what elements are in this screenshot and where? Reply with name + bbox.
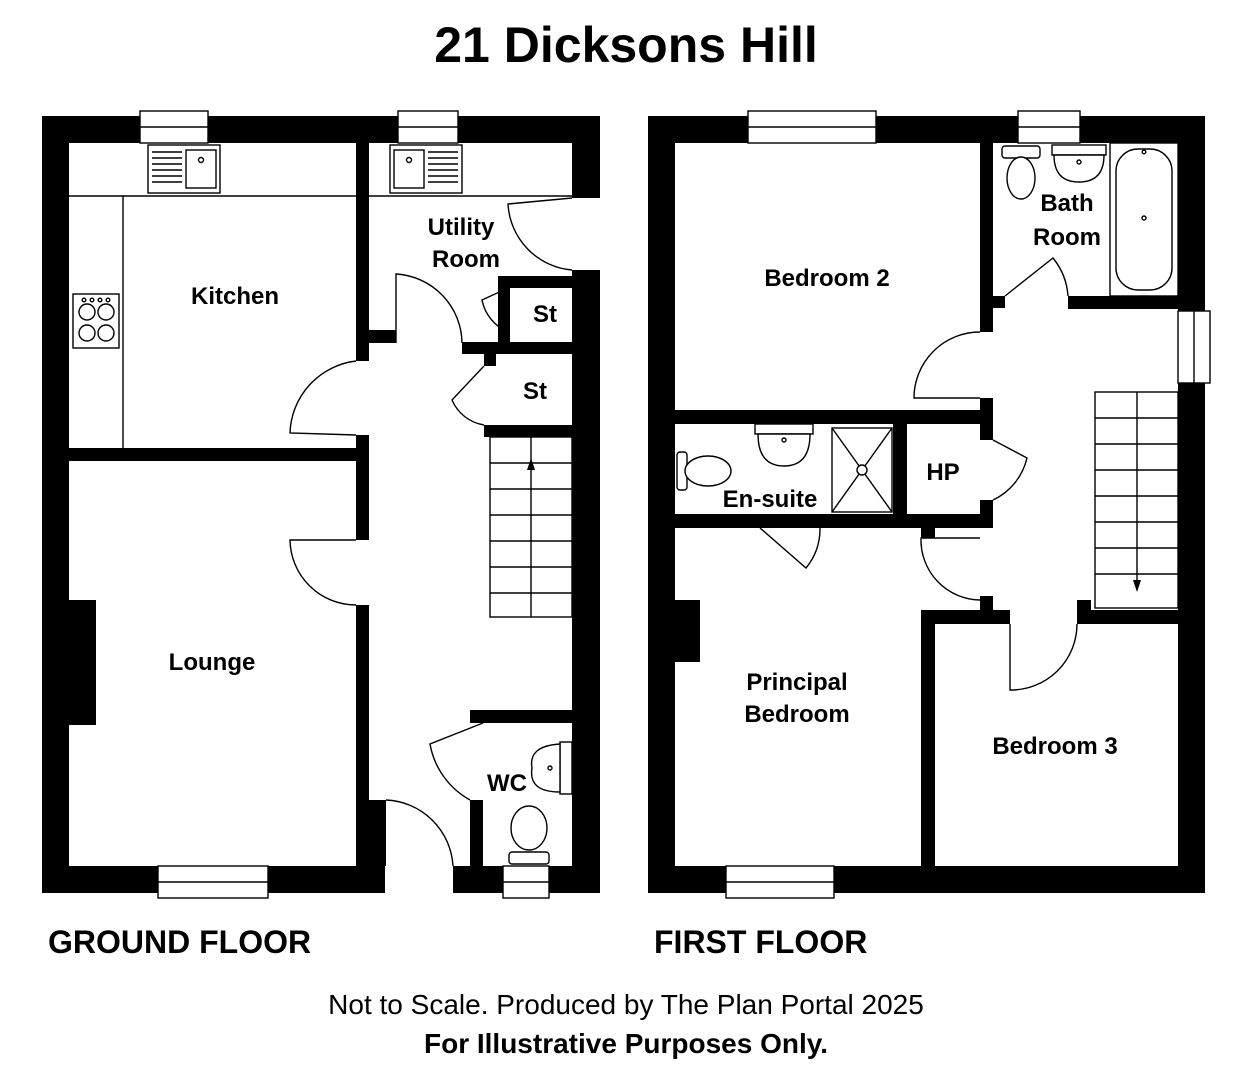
- gf-hall-wall-lower: [356, 605, 369, 866]
- first-floor-label: FIRST FLOOR: [654, 924, 867, 960]
- gf-lounge-door: [289, 539, 357, 606]
- gf-west-wall: [42, 116, 69, 893]
- ff-north-wall: [648, 116, 1205, 143]
- ff-bed3-north-wall-a: [935, 610, 1010, 624]
- gf-utility-door: [395, 273, 463, 344]
- ff-bed3-door: [1009, 623, 1078, 691]
- gf-store2-south-wall: [484, 425, 572, 437]
- ff-room-label-ensuite: En-suite: [723, 486, 818, 513]
- ff-bath-wall-stub: [993, 296, 1005, 308]
- ground-floor-label: GROUND FLOOR: [48, 924, 311, 960]
- ff-principal-wall-stub: [921, 528, 935, 538]
- ff-ensuite-south-wall: [675, 514, 993, 528]
- gf-utility-south-wall: [462, 342, 572, 354]
- ff-landing-wall-stub-b: [980, 596, 993, 610]
- ff-ensuite-door: [759, 527, 821, 570]
- ff-bed2-east-wall: [980, 143, 993, 332]
- gf-store2-door: [451, 365, 485, 426]
- gf-utility-back-door: [507, 197, 573, 271]
- ff-bath-door: [1004, 257, 1069, 297]
- ff-ensuite-basin-icon: [754, 423, 814, 467]
- gf-store-west-wall: [498, 276, 510, 354]
- ff-chimney-breast: [675, 600, 700, 662]
- ff-east-wall-lower: [1178, 383, 1205, 893]
- ff-bed2-south-wall: [675, 410, 993, 424]
- gf-kitchen-door: [289, 360, 357, 436]
- gf-room-label-store-2: St: [523, 378, 547, 405]
- gf-wc-north-wall: [470, 710, 572, 723]
- ff-east-wall-upper: [1178, 116, 1205, 311]
- ff-hp-door: [992, 439, 1028, 501]
- ff-room-label-principal-1: Principal: [746, 669, 847, 696]
- ff-room-label-bath-2: Room: [1033, 224, 1101, 251]
- gf-wc-west-wall: [470, 800, 483, 866]
- gf-staircase: [489, 436, 573, 618]
- ff-west-wall: [648, 116, 675, 893]
- ff-bathtub-icon: [1109, 142, 1179, 297]
- ff-bed2-door: [913, 331, 981, 399]
- gf-front-door: [385, 799, 454, 867]
- gf-east-wall-upper: [572, 116, 600, 198]
- ff-bath-south-wall: [1068, 296, 1178, 309]
- ff-room-label-bedroom2: Bedroom 2: [764, 265, 889, 292]
- ff-room-label-principal-2: Bedroom: [744, 701, 849, 728]
- ff-ensuite-toilet-icon: [676, 451, 732, 491]
- gf-utility-wall-stub: [369, 330, 396, 343]
- gf-wc-basin-icon: [530, 741, 573, 795]
- gf-wc-door: [429, 722, 484, 801]
- ff-room-label-bedroom3: Bedroom 3: [992, 733, 1117, 760]
- ff-ensuite-hp-wall: [893, 424, 907, 514]
- gf-hall-wall-mid: [356, 435, 369, 540]
- gf-room-label-utility-2: Room: [432, 246, 500, 273]
- plan-title: 21 Dicksons Hill: [434, 17, 818, 73]
- ff-principal-east-wall: [921, 610, 935, 866]
- gf-hall-wall-stub-a: [356, 343, 369, 361]
- ff-stair-wall-stub: [1077, 600, 1091, 624]
- first-floor-plan: Bedroom 2 Bath Room En-suite HP Principa…: [648, 110, 1211, 899]
- gf-wc-corner: [470, 710, 483, 723]
- gf-kitchen-lounge-wall: [69, 448, 356, 461]
- gf-east-wall-lower: [572, 270, 600, 893]
- ff-principal-door: [920, 537, 981, 601]
- ff-hp-wall-stub: [980, 500, 993, 528]
- gf-hall-wall-front: [369, 800, 386, 866]
- ff-bath-basin-icon: [1051, 144, 1107, 183]
- gf-room-label-kitchen: Kitchen: [191, 283, 279, 310]
- gf-room-label-store-1: St: [533, 301, 557, 328]
- ff-room-label-hp: HP: [926, 459, 959, 486]
- gf-north-wall: [42, 116, 600, 143]
- ff-staircase: [1094, 391, 1179, 609]
- ff-landing-wall-stub: [980, 398, 993, 440]
- ground-floor-plan: Kitchen Utility Room St St Lounge WC: [42, 110, 600, 899]
- gf-kitchen-sink-icon: [147, 144, 221, 194]
- gf-room-label-utility-1: Utility: [428, 214, 495, 241]
- gf-store1-door: [481, 287, 509, 333]
- gf-toilet-icon: [508, 805, 550, 865]
- ff-bed3-north-wall-b: [1077, 610, 1178, 624]
- footer-illustrative-note: For Illustrative Purposes Only.: [424, 1028, 828, 1059]
- ff-room-label-bath-1: Bath: [1040, 190, 1093, 217]
- gf-store-north-wall: [508, 276, 572, 288]
- ff-bath-toilet-icon: [1001, 145, 1041, 200]
- gf-room-label-wc: WC: [487, 770, 527, 797]
- gf-store2-wall-stub: [484, 354, 496, 366]
- gf-chimney-breast: [69, 600, 96, 725]
- ff-shower-icon: [831, 427, 893, 513]
- gf-utility-sink-icon: [389, 144, 463, 194]
- gf-kitchen-utility-wall: [356, 143, 369, 343]
- footer-disclaimer: Not to Scale. Produced by The Plan Porta…: [328, 989, 924, 1020]
- gf-room-label-lounge: Lounge: [169, 649, 256, 676]
- gf-hob-icon: [72, 293, 120, 349]
